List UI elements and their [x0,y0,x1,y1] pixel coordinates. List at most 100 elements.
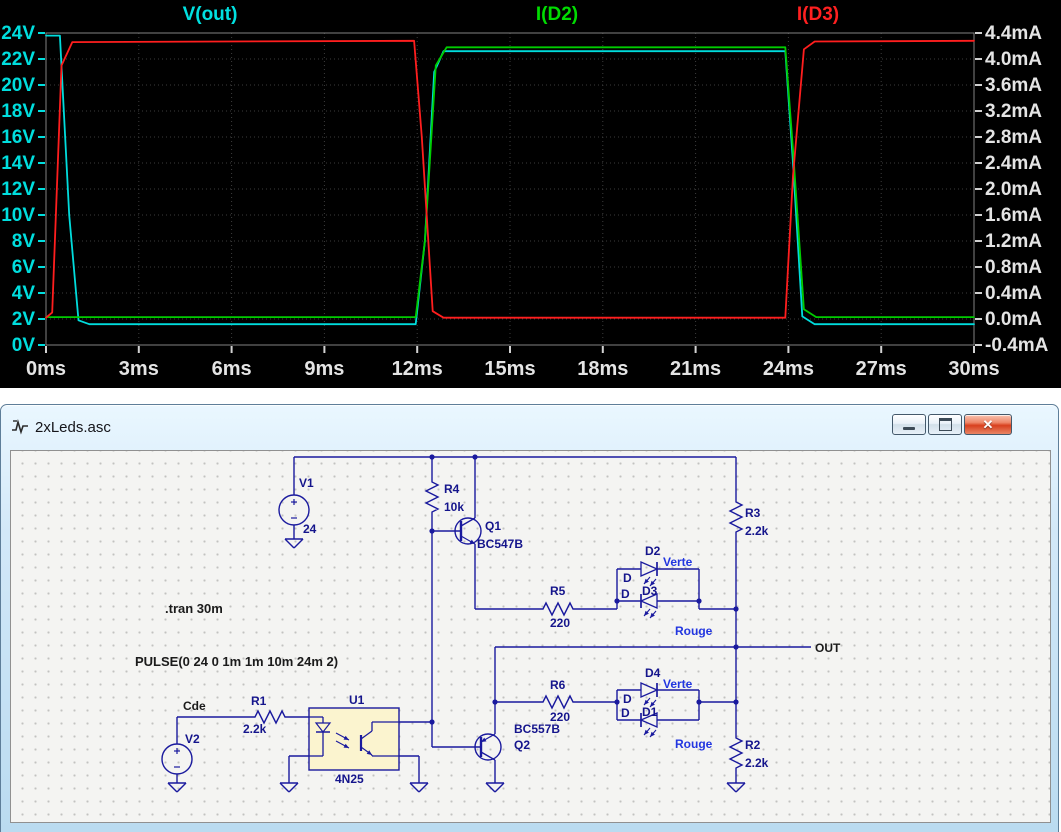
junction-dot [733,644,739,650]
y-left-tick-label: 16V [1,127,35,148]
transistor-q2 [481,737,487,742]
schematic-label-r1_value: 2.2k [243,722,267,736]
schematic-label-d4: D4 [645,666,661,680]
schematic-label-led_red: Rouge [675,737,713,751]
schematic-label-r3: R3 [745,506,761,520]
led-d4 [640,682,659,698]
junction-dot [472,454,478,460]
schematic-label-u1: U1 [349,693,365,707]
junction-dot [492,699,498,705]
maximize-button[interactable] [928,414,962,435]
window-title: 2xLeds.asc [35,419,111,436]
led-emission-arrow [650,580,655,586]
resistor-r4 [424,479,440,515]
ground-icon [288,782,299,793]
window-controls: ✕ [892,414,1012,435]
junction-dot [429,528,435,534]
schematic-label-r6: R6 [550,678,566,692]
trace-vout [45,34,975,326]
schematic-label-diode_model: D [623,692,632,706]
x-tick-label: 6ms [212,358,252,380]
ground-icon [418,782,429,793]
schematic-label-d1: D1 [642,705,658,719]
transistor-q1 [460,517,476,527]
ground-icon [176,782,187,793]
junction-dot [614,598,620,604]
y-left-tick-label: 8V [12,231,36,252]
y-right-tick-label: 2.4mA [985,153,1042,174]
x-tick-label: 15ms [484,358,535,380]
y-right-tick-label: 1.2mA [985,231,1042,252]
resistor-r1 [251,709,291,725]
y-right-tick-label: 2.8mA [985,127,1042,148]
schematic-label-led_green: Verte [663,677,693,691]
y-right-tick-label: 0.0mA [985,309,1042,330]
transistor-q1 [454,517,482,545]
trace-title: I(D2) [536,4,578,25]
junction-dot [733,699,739,705]
y-left-tick-label: 24V [1,23,35,44]
y-right-tick-label: 3.6mA [985,75,1042,96]
opto-light-arrow [343,743,349,748]
schematic-label-q2: Q2 [514,738,530,752]
app-icon [12,419,28,435]
schematic-label-r5: R5 [550,584,566,598]
ground-icon [279,782,290,793]
schematic-label-v1_value: 24 [303,522,317,536]
y-left-tick-label: 6V [12,257,36,278]
y-left-tick-label: 10V [1,205,35,226]
schematic-label-u1_value: 4N25 [335,772,364,786]
minimize-button[interactable] [892,414,926,435]
optocoupler-u1 [314,722,332,733]
y-right-tick-label: 2.0mA [985,179,1042,200]
led-d2 [640,561,659,577]
led-emission-arrow [644,610,649,616]
y-right-tick-label: 3.2mA [985,101,1042,122]
opto-light-arrow [343,735,349,740]
minimize-icon [903,427,915,430]
junction-dot [696,699,702,705]
optocoupler-u1 [360,730,373,740]
schematic-label-r5_value: 220 [550,616,570,630]
ground-icon [485,782,496,793]
ground-icon [735,782,746,793]
led-d3 [639,593,658,609]
schematic: V124R410kQ1BC547BR32.2kD2VerteDD3DR5220R… [135,454,841,793]
resistor-r6 [539,694,579,710]
schematic-label-d3: D3 [642,584,658,598]
resistor-r5 [539,601,579,617]
ground-icon [167,782,178,793]
y-left-tick-label: 4V [12,283,36,304]
schematic-label-cde: Cde [183,699,206,713]
led-emission-arrow [650,701,655,707]
plot-border [45,32,975,346]
titlebar[interactable]: 2xLeds.asc ✕ [1,405,1058,449]
y-right-tick-label: 4.4mA [985,23,1042,44]
schematic-label-led_green: Verte [663,555,693,569]
led-d1 [639,712,658,728]
ground-icon [284,538,295,549]
schematic-label-r2_value: 2.2k [745,756,769,770]
trace-id3 [45,39,975,319]
x-tick-label: 18ms [577,358,628,380]
junction-dot [733,606,739,612]
schematic-label-tran: .tran 30m [165,601,223,616]
optocoupler-u1 [308,707,400,771]
schematic-label-r6_value: 220 [550,710,570,724]
schematic-label-q1_value: BC547B [477,537,523,551]
optocoupler-u1 [366,750,372,755]
y-left-tick-label: 12V [1,179,35,200]
close-button[interactable]: ✕ [964,414,1012,435]
schematic-label-r3_value: 2.2k [745,524,769,538]
schematic-label-q1: Q1 [485,519,501,533]
resistor-r3 [728,499,744,535]
trace-id2 [45,46,975,319]
y-left-tick-label: 18V [1,101,35,122]
schematic-label-r4_value: 10k [444,500,464,514]
y-left-tick-label: 14V [1,153,35,174]
schematic-label-v1: V1 [299,476,314,490]
led-emission-arrow [644,578,649,584]
